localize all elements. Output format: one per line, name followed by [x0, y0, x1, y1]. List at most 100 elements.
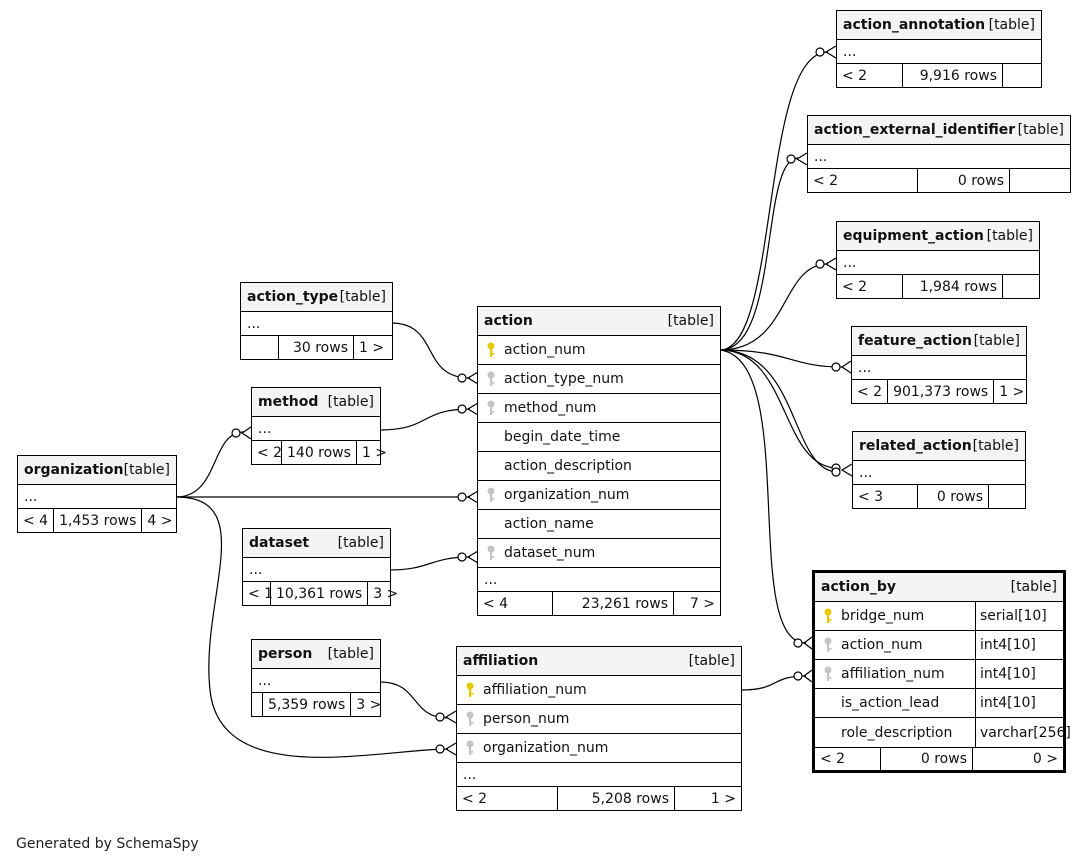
row-count: 0 rows	[918, 485, 989, 508]
parents-count[interactable]: < 2	[457, 787, 558, 810]
columns-ellipsis: ...	[808, 145, 1070, 169]
column-row[interactable]: method_num	[478, 394, 720, 423]
children-count[interactable]: 3 >	[356, 696, 382, 713]
row-count: 30 rows	[279, 336, 354, 359]
children-count[interactable]: 1 >	[359, 339, 385, 356]
column-row[interactable]: organization_num	[457, 734, 741, 763]
column-name: action_num	[841, 637, 923, 653]
column-row[interactable]: dataset_num	[478, 539, 720, 568]
table-name[interactable]: person	[258, 646, 313, 662]
table-kind: [table]	[1010, 579, 1057, 595]
children-count[interactable]: 1 >	[999, 383, 1025, 400]
column-row[interactable]: person_num	[457, 705, 741, 734]
table-name[interactable]: organization	[24, 462, 124, 478]
column-name: action_name	[504, 516, 594, 532]
column-row[interactable]: action_description	[478, 452, 720, 481]
table-name[interactable]: equipment_action	[843, 228, 984, 244]
table-kind: [table]	[667, 313, 714, 329]
column-name: affiliation_num	[841, 666, 945, 682]
children-count[interactable]	[1003, 275, 1039, 298]
column-name: bridge_num	[841, 608, 925, 624]
children-count[interactable]: 7 >	[689, 595, 715, 612]
column-row[interactable]: action_name	[478, 510, 720, 539]
parents-count[interactable]: < 4	[18, 509, 55, 532]
edge-end-circle	[231, 428, 241, 438]
column-name: organization_num	[504, 487, 630, 503]
table-name[interactable]: method	[258, 394, 319, 410]
table-name[interactable]: feature_action	[858, 333, 972, 349]
table-name[interactable]: dataset	[249, 535, 310, 551]
parents-count[interactable]: < 2	[815, 748, 881, 770]
table-kind: [table]	[327, 394, 374, 410]
crowfoot-mark	[466, 402, 479, 416]
columns-ellipsis: ...	[853, 461, 1025, 485]
row-count: 1,453 rows	[54, 509, 143, 532]
children-count[interactable]	[1003, 64, 1041, 87]
parents-count[interactable]: < 1	[243, 582, 273, 605]
parents-count[interactable]: < 2	[837, 64, 903, 87]
parents-count[interactable]: < 2	[252, 441, 282, 464]
crowfoot-mark	[803, 636, 813, 650]
table-name[interactable]: action_type	[247, 289, 339, 305]
crowfoot-mark	[444, 742, 457, 756]
parents-count[interactable]	[252, 693, 263, 716]
table-name[interactable]: affiliation	[463, 653, 539, 669]
children-count[interactable]: 0 >	[1032, 751, 1058, 767]
column-row[interactable]: affiliation_num	[457, 676, 741, 705]
parents-count[interactable]: < 3	[853, 485, 918, 508]
crowfoot-mark	[803, 669, 813, 683]
crowfoot-mark	[444, 710, 457, 724]
table-name[interactable]: action	[484, 313, 533, 329]
table-name[interactable]: action_external_identifier	[814, 122, 1016, 138]
children-count[interactable]: 3 >	[373, 585, 399, 602]
parents-count[interactable]: < 2	[837, 275, 903, 298]
children-count[interactable]: 1 >	[361, 444, 388, 461]
parents-count[interactable]	[241, 336, 279, 359]
crowfoot-mark	[466, 550, 479, 564]
columns-ellipsis: ...	[478, 568, 720, 592]
column-row[interactable]: organization_num	[478, 481, 720, 510]
table-kind: [table]	[337, 535, 384, 551]
column-row[interactable]: action_type_num	[478, 365, 720, 394]
row-count: 0 rows	[918, 169, 1010, 192]
table-name[interactable]: action_annotation	[843, 17, 986, 33]
column-name: method_num	[504, 400, 597, 416]
column-name: role_description	[841, 724, 953, 741]
parents-count[interactable]: < 4	[478, 592, 553, 615]
foreign-key-icon	[487, 400, 495, 415]
children-count[interactable]: 1 >	[710, 790, 736, 807]
column-row[interactable]: begin_date_time	[478, 423, 720, 452]
children-count[interactable]: 4 >	[147, 512, 173, 529]
table-name[interactable]: action_by	[821, 579, 896, 595]
generator-note: Generated by SchemaSpy	[16, 836, 199, 852]
column-row[interactable]: action_num	[478, 336, 720, 365]
table-kind: [table]	[123, 462, 170, 478]
children-count[interactable]	[1010, 169, 1070, 192]
table-kind: [table]	[986, 228, 1033, 244]
table-name[interactable]: related_action	[859, 438, 972, 454]
row-count: 9,916 rows	[903, 64, 1003, 87]
parents-count[interactable]: < 2	[852, 380, 889, 403]
table-action-external-identifier[interactable]: action_external_identifier[table] ... < …	[807, 115, 1071, 193]
parents-count[interactable]: < 2	[808, 169, 918, 192]
children-count[interactable]	[989, 485, 1025, 508]
table-kind: [table]	[688, 653, 735, 669]
edge-person-to-affiliation	[379, 681, 449, 719]
